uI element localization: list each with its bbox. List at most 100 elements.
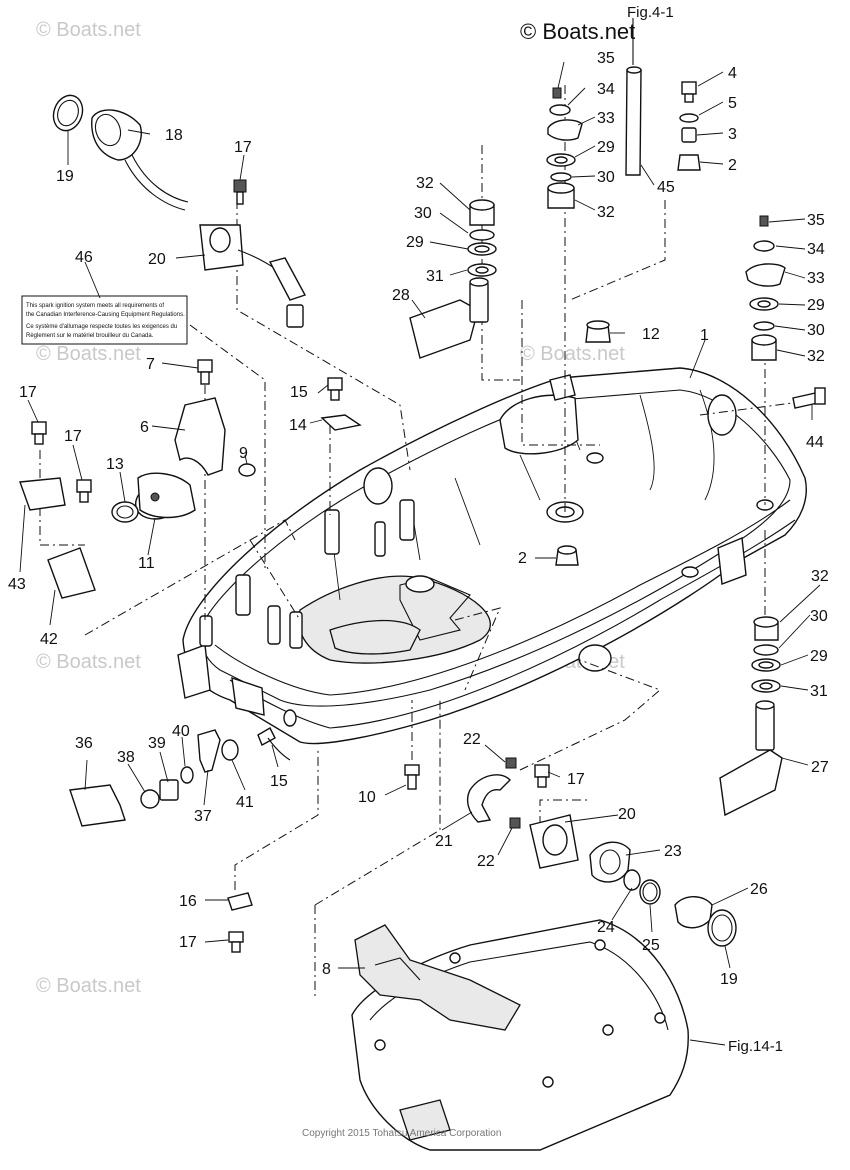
callout-17: 17	[19, 384, 37, 401]
callout-30: 30	[807, 322, 825, 339]
callout-29: 29	[810, 648, 828, 665]
left-parts	[19, 359, 362, 599]
callout-25: 25	[642, 937, 660, 954]
callout-8: 8	[322, 961, 331, 978]
callout-16: 16	[179, 893, 197, 910]
callout-15: 15	[290, 384, 308, 401]
callout-17: 17	[567, 771, 585, 788]
callout-23: 23	[664, 843, 682, 860]
watermark: © Boats.net	[36, 19, 141, 41]
callout-22: 22	[463, 731, 481, 748]
lower-left-parts	[69, 727, 291, 827]
callout-15: 15	[270, 773, 288, 790]
callout-9: 9	[239, 445, 248, 462]
watermark: © Boats.net	[520, 343, 625, 365]
callout-42: 42	[40, 631, 58, 648]
callout-41: 41	[236, 794, 254, 811]
callout-45: 45	[657, 179, 675, 196]
callout-34: 34	[807, 241, 825, 258]
callout-12: 12	[642, 326, 660, 343]
label-line-1: This spark ignition system meets all req…	[26, 303, 164, 309]
callout-19: 19	[56, 168, 74, 185]
part-8-bracket	[354, 924, 521, 1031]
callout-19: 19	[720, 971, 738, 988]
callout-38: 38	[117, 749, 135, 766]
callout-20: 20	[148, 251, 166, 268]
callout-44: 44	[806, 434, 824, 451]
upper-stack-right	[677, 81, 701, 171]
callout-46: 46	[75, 249, 93, 266]
fig-4-1-reference: Fig.4-1	[627, 4, 674, 21]
callout-35: 35	[807, 212, 825, 229]
callout-30: 30	[597, 169, 615, 186]
callout-29: 29	[807, 297, 825, 314]
right-stack	[745, 215, 786, 361]
callout-5: 5	[728, 95, 737, 112]
callout-43: 43	[8, 576, 26, 593]
callout-leaders	[19, 61, 821, 1046]
callout-33: 33	[597, 110, 615, 127]
callout-18: 18	[165, 127, 183, 144]
lower-center-parts	[227, 757, 737, 953]
callout-27: 27	[811, 759, 829, 776]
callout-36: 36	[75, 735, 93, 752]
part-27-lever	[719, 700, 783, 817]
part-20-bracket	[199, 179, 307, 328]
callout-32: 32	[597, 204, 615, 221]
bottom-cowling	[177, 367, 807, 745]
fig-14-1-reference: Fig.14-1	[728, 1038, 783, 1055]
callout-20: 20	[618, 806, 636, 823]
callout-32: 32	[807, 348, 825, 365]
callout-35: 35	[597, 50, 615, 67]
callout-7: 7	[146, 356, 155, 373]
part-28-lever	[409, 277, 489, 359]
upper-stack-left	[546, 87, 583, 209]
label-line-4: Règlement sur le matériel brouilleur du …	[26, 333, 154, 339]
callout-17: 17	[179, 934, 197, 951]
callout-21: 21	[435, 833, 453, 850]
callout-13: 13	[106, 456, 124, 473]
misc-upper-parts	[555, 320, 826, 566]
right-lower-stack	[751, 616, 781, 693]
figure-references: Fig.4-1 Fig.14-1	[627, 4, 783, 1055]
callout-30: 30	[810, 608, 828, 625]
label-line-2: the Canadian Interference-Causing Equipm…	[26, 312, 185, 318]
callout-28: 28	[392, 287, 410, 304]
callout-31: 31	[810, 683, 828, 700]
callout-32: 32	[811, 568, 829, 585]
callout-17: 17	[234, 139, 252, 156]
callout-10: 10	[358, 789, 376, 806]
callout-6: 6	[140, 419, 149, 436]
callout-29: 29	[406, 234, 424, 251]
callout-30: 30	[414, 205, 432, 222]
callout-26: 26	[750, 881, 768, 898]
callout-3: 3	[728, 126, 737, 143]
callout-1: 1	[700, 327, 709, 344]
callout-17: 17	[64, 428, 82, 445]
callout-33: 33	[807, 270, 825, 287]
callout-32: 32	[416, 175, 434, 192]
callout-37: 37	[194, 808, 212, 825]
watermark: © Boats.net	[36, 651, 141, 673]
callout-29: 29	[597, 139, 615, 156]
label-sticker: This spark ignition system meets all req…	[21, 295, 188, 345]
callout-11: 11	[138, 555, 155, 572]
upper-stack-center	[467, 199, 497, 277]
callout-24: 24	[597, 919, 615, 936]
callout-2: 2	[518, 550, 527, 567]
callout-34: 34	[597, 81, 615, 98]
callout-2: 2	[728, 157, 737, 174]
callouts: 1 2 2 3 4 5 6 7 8 9 10 11 12 13 14 15 15…	[8, 50, 829, 988]
callout-14: 14	[289, 417, 307, 434]
callout-22: 22	[477, 853, 495, 870]
watermark-top: © Boats.net	[520, 19, 635, 44]
callout-31: 31	[426, 268, 444, 285]
callout-40: 40	[172, 723, 190, 740]
part-45-hose	[625, 18, 642, 176]
label-line-3: Ce système d'allumage respecte toutes le…	[26, 324, 177, 330]
copyright-text: Copyright 2015 Tohatsu America Corporati…	[302, 1128, 501, 1139]
callout-39: 39	[148, 735, 166, 752]
watermark: © Boats.net	[36, 343, 141, 365]
part-18-19	[52, 94, 189, 211]
